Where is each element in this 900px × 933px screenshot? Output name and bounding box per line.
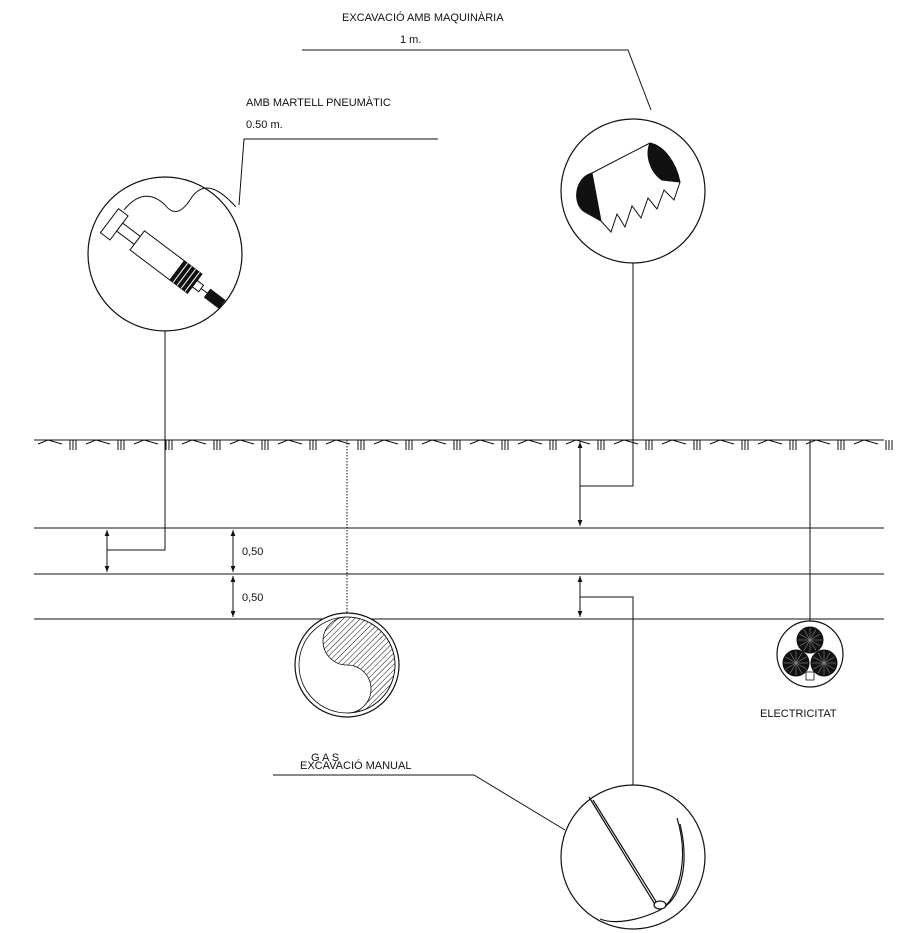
- hammer-callout-line: [238, 138, 438, 206]
- gas-pipe-icon: [294, 612, 400, 718]
- excavator-bucket-icon: [560, 118, 706, 264]
- dim-label-lower: 0,50: [242, 592, 263, 604]
- manual-callout-line: [273, 774, 566, 831]
- manual-leader-line: [580, 596, 634, 785]
- pneumatic-hammer-icon: [87, 176, 243, 332]
- hammer-leader-line: [107, 331, 166, 551]
- electricity-label: ELECTRICITAT: [760, 708, 837, 720]
- machinery-title: EXCAVACIÓ AMB MAQUINÀRIA: [342, 11, 504, 24]
- hammer-depth: 0.50 m.: [246, 119, 283, 131]
- machinery-depth: 1 m.: [400, 34, 421, 46]
- level-lines: [34, 527, 884, 620]
- machinery-callout-line: [302, 49, 652, 111]
- ground-hatching: [37, 439, 893, 450]
- machinery-leader-line: [580, 263, 634, 487]
- electric-cable-icon: [776, 620, 844, 688]
- dim-label-upper: 0,50: [242, 546, 263, 558]
- pickaxe-icon: [560, 784, 706, 930]
- hammer-title: AMB MARTELL PNEUMÀTIC: [246, 96, 391, 109]
- gas-label: G A S: [311, 752, 339, 764]
- manual-title: EXCAVACIÓ MANUAL: [300, 759, 411, 772]
- ground-surface: [34, 439, 893, 450]
